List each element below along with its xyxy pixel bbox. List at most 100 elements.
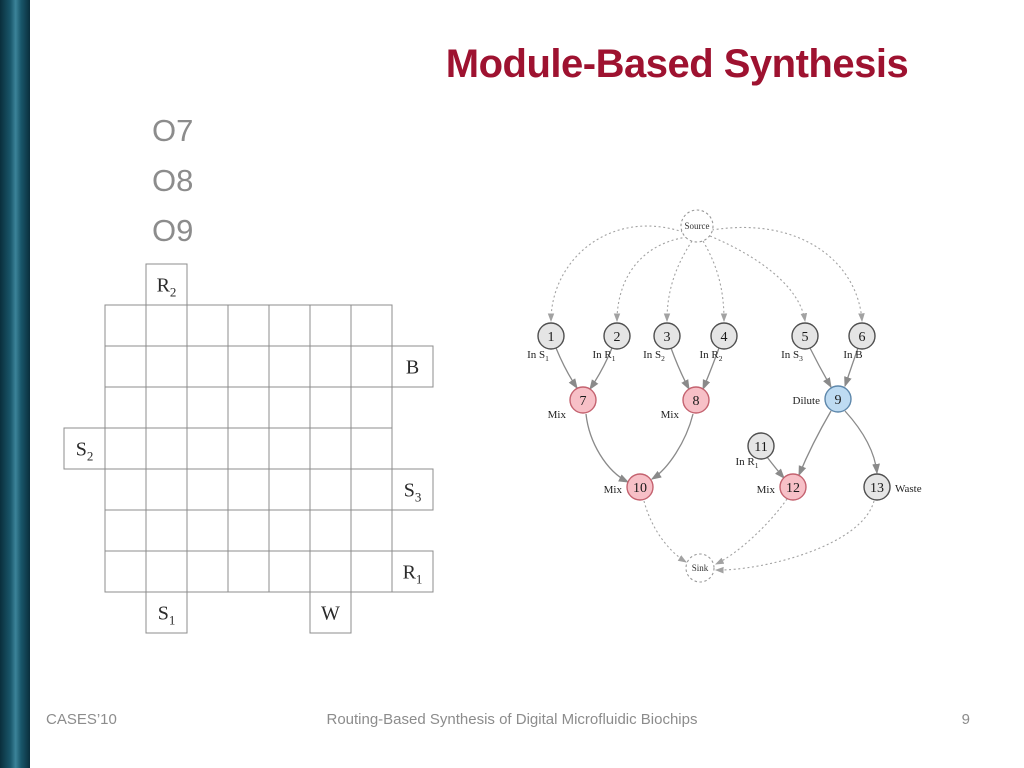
graph-edge-source-1 bbox=[547, 225, 684, 323]
graph-node-label: 5 bbox=[802, 330, 809, 345]
grid-cell bbox=[309, 427, 352, 470]
grid-cell bbox=[350, 345, 393, 388]
graph-node-label: 9 bbox=[835, 393, 842, 408]
graph-node-label: 8 bbox=[693, 394, 700, 409]
graph-node-12 bbox=[779, 473, 807, 501]
grid-cell bbox=[309, 550, 352, 593]
grid-cell bbox=[350, 550, 393, 593]
grid-cell bbox=[268, 386, 311, 429]
graph-node-6 bbox=[848, 322, 876, 350]
graph-edge-4-8 bbox=[702, 347, 720, 391]
graph-node-4 bbox=[710, 322, 738, 350]
node-caption: In R1 bbox=[736, 456, 759, 470]
port-label: W bbox=[321, 603, 340, 625]
grid-cell bbox=[145, 550, 188, 593]
footer-page-number: 9 bbox=[961, 711, 970, 728]
port-cell bbox=[391, 468, 434, 511]
graph-node-9 bbox=[824, 385, 852, 413]
grid-cell bbox=[268, 550, 311, 593]
port-cell bbox=[63, 427, 106, 470]
node-caption: In R2 bbox=[700, 349, 723, 363]
port-cell bbox=[391, 550, 434, 593]
graph-node-label: 3 bbox=[664, 330, 671, 345]
grid-cell bbox=[309, 345, 352, 388]
grid-cell bbox=[186, 386, 229, 429]
grid-cell bbox=[350, 509, 393, 552]
grid-cell bbox=[145, 386, 188, 429]
graph-edge-source-2 bbox=[613, 236, 688, 323]
grid-cell bbox=[268, 468, 311, 511]
grid-cell bbox=[104, 468, 147, 511]
grid-cell bbox=[268, 345, 311, 388]
graph-edge-5-9 bbox=[809, 347, 832, 389]
grid-cell bbox=[350, 468, 393, 511]
slide-accent-bar bbox=[0, 0, 30, 768]
grid-cell bbox=[145, 304, 188, 347]
grid-cell bbox=[227, 304, 270, 347]
graph-node-label: 4 bbox=[721, 330, 728, 345]
node-caption: Mix bbox=[757, 484, 776, 496]
graph-node-source bbox=[680, 209, 714, 243]
graph-node-label: 6 bbox=[859, 330, 866, 345]
grid-cell bbox=[186, 468, 229, 511]
node-caption: Dilute bbox=[793, 395, 821, 407]
graph-edge-8-10 bbox=[650, 413, 694, 480]
footer-conference: CASES’10 bbox=[46, 711, 117, 728]
grid-cell bbox=[227, 509, 270, 552]
port-cell bbox=[309, 591, 352, 634]
grid-cell bbox=[186, 509, 229, 552]
graph-node-label: 7 bbox=[580, 394, 587, 409]
port-label: S2 bbox=[76, 439, 94, 464]
graph-node-label: Sink bbox=[692, 563, 709, 573]
grid-cell bbox=[227, 468, 270, 511]
graph-edge-9-13 bbox=[844, 410, 880, 475]
grid-cell bbox=[145, 468, 188, 511]
grid-cell bbox=[227, 345, 270, 388]
node-caption: Waste bbox=[895, 483, 922, 495]
graph-node-11 bbox=[747, 432, 775, 460]
graph-node-1 bbox=[537, 322, 565, 350]
graph-node-2 bbox=[603, 322, 631, 350]
port-label: R1 bbox=[403, 562, 423, 587]
graph-edge-9-12 bbox=[798, 410, 832, 477]
graph-edge-7-10 bbox=[585, 413, 630, 483]
graph-node-label: 12 bbox=[786, 481, 800, 496]
grid-cells bbox=[104, 304, 393, 593]
grid-cell bbox=[350, 304, 393, 347]
node-caption: In B bbox=[843, 349, 862, 361]
graph-edge-2-7 bbox=[589, 347, 613, 391]
grid-cell bbox=[145, 509, 188, 552]
port-cell bbox=[145, 591, 188, 634]
port-label: S3 bbox=[404, 480, 422, 505]
grid-cell bbox=[104, 427, 147, 470]
operation-label: O7 bbox=[152, 113, 194, 148]
grid-cell bbox=[227, 427, 270, 470]
grid-cell bbox=[104, 386, 147, 429]
graph-node-8 bbox=[682, 386, 710, 414]
graph-edge-13-sink bbox=[714, 500, 875, 574]
grid-cell bbox=[145, 427, 188, 470]
grid-cell bbox=[186, 550, 229, 593]
grid-cell bbox=[186, 427, 229, 470]
port-cell bbox=[391, 345, 434, 388]
graph-node-label: 13 bbox=[870, 481, 884, 496]
grid-cell bbox=[104, 550, 147, 593]
slide-footer: CASES’10 Routing-Based Synthesis of Digi… bbox=[0, 711, 1024, 741]
grid-cell bbox=[309, 386, 352, 429]
grid-cell bbox=[268, 304, 311, 347]
graph-edge-source-6 bbox=[711, 226, 865, 323]
node-caption: Mix bbox=[548, 409, 567, 421]
graph-edges-layer bbox=[547, 225, 880, 574]
node-caption: In S2 bbox=[643, 349, 665, 363]
footer-paper-title: Routing-Based Synthesis of Digital Micro… bbox=[326, 711, 698, 728]
graph-node-10 bbox=[626, 473, 654, 501]
graph-node-3 bbox=[653, 322, 681, 350]
node-caption: Mix bbox=[661, 409, 680, 421]
graph-node-13 bbox=[863, 473, 891, 501]
graph-edge-6-9 bbox=[844, 347, 859, 388]
